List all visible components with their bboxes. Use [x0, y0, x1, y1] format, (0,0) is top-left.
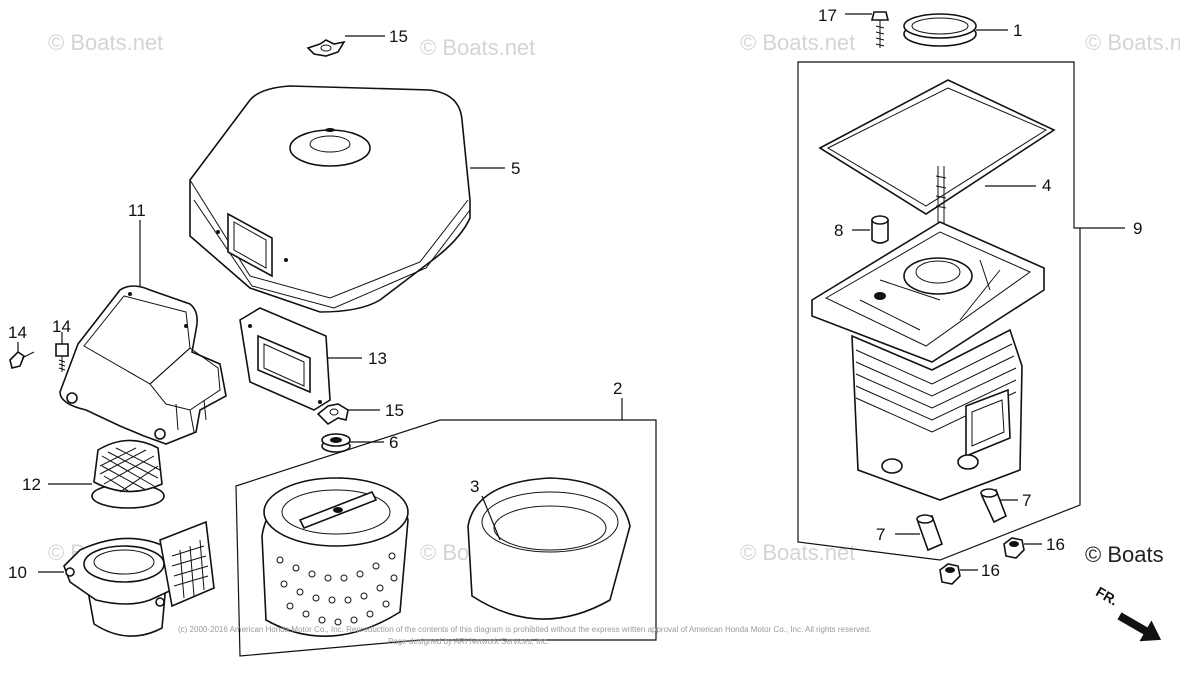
- part-14-screw-left: [9, 350, 35, 369]
- front-direction-indicator: FR.: [1093, 583, 1162, 642]
- watermark: © Boats.net: [740, 540, 855, 565]
- part-6-grommet: [321, 433, 351, 453]
- callout-16-left: 16: [981, 561, 1000, 580]
- part-7-tube-right: [980, 488, 1008, 524]
- filter-pleat-dots: [276, 552, 398, 626]
- callout-14-left: 14: [8, 323, 27, 342]
- part-17-bolt: [870, 11, 890, 48]
- part-9-cleaner-case: [811, 221, 1045, 501]
- callout-8: 8: [834, 221, 843, 240]
- callout-16-right: 16: [1046, 535, 1065, 554]
- watermark: © Boats.net: [740, 30, 855, 55]
- watermark: © Boats.net: [420, 35, 535, 60]
- callout-4: 4: [1042, 176, 1051, 195]
- part-2-paper-element: [261, 477, 409, 637]
- callout-11: 11: [128, 201, 146, 220]
- part-15-wing-nut-top: [306, 39, 346, 57]
- callout-15-top: 15: [389, 27, 408, 46]
- callout-12: 12: [22, 475, 41, 494]
- part-1-seal-ring: [903, 13, 977, 47]
- callout-7-right: 7: [1022, 491, 1031, 510]
- part-16-nut-left: [939, 563, 961, 585]
- copyright-designer: Page designed by ARI Network Services, I…: [388, 637, 549, 646]
- callout-17: 17: [818, 6, 837, 25]
- part-3-foam-element: [467, 477, 631, 620]
- callout-7-left: 7: [876, 525, 885, 544]
- watermark: © Boats.net: [48, 30, 163, 55]
- callout-3: 3: [470, 477, 479, 496]
- callout-9: 9: [1133, 219, 1142, 238]
- watermark-corner: © Boats: [1085, 542, 1164, 567]
- part-7-tube-left: [916, 514, 944, 552]
- part-4-gasket: [818, 79, 1056, 215]
- callout-1: 1: [1013, 21, 1022, 40]
- callout-14-right: 14: [52, 317, 71, 336]
- callout-5: 5: [511, 159, 520, 178]
- part-11-elbow: [59, 285, 227, 445]
- part-12-screen: [91, 439, 165, 509]
- group-box-9: [797, 61, 1081, 561]
- watermark: © Boats.net: [1085, 30, 1180, 55]
- callout-10: 10: [8, 563, 27, 582]
- callout-6: 6: [389, 433, 398, 452]
- callout-15-lower: 15: [385, 401, 404, 420]
- front-arrow-icon: [1117, 612, 1162, 642]
- part-14-screw-right: [55, 343, 69, 372]
- callout-13: 13: [368, 349, 387, 368]
- part-16-nut-right: [1003, 537, 1025, 559]
- front-direction-label: FR.: [1093, 583, 1121, 608]
- copyright-line: (c) 2000-2016 American Honda Motor Co., …: [178, 625, 871, 634]
- callout-2: 2: [613, 379, 622, 398]
- part-13-plate: [239, 307, 331, 411]
- group-box-2: [235, 419, 657, 657]
- part-8-collar: [871, 215, 889, 244]
- part-15-wing-nut-lower: [316, 403, 349, 426]
- part-5-cleaner-cover: [189, 85, 471, 313]
- part-10-intake-base: [63, 520, 215, 637]
